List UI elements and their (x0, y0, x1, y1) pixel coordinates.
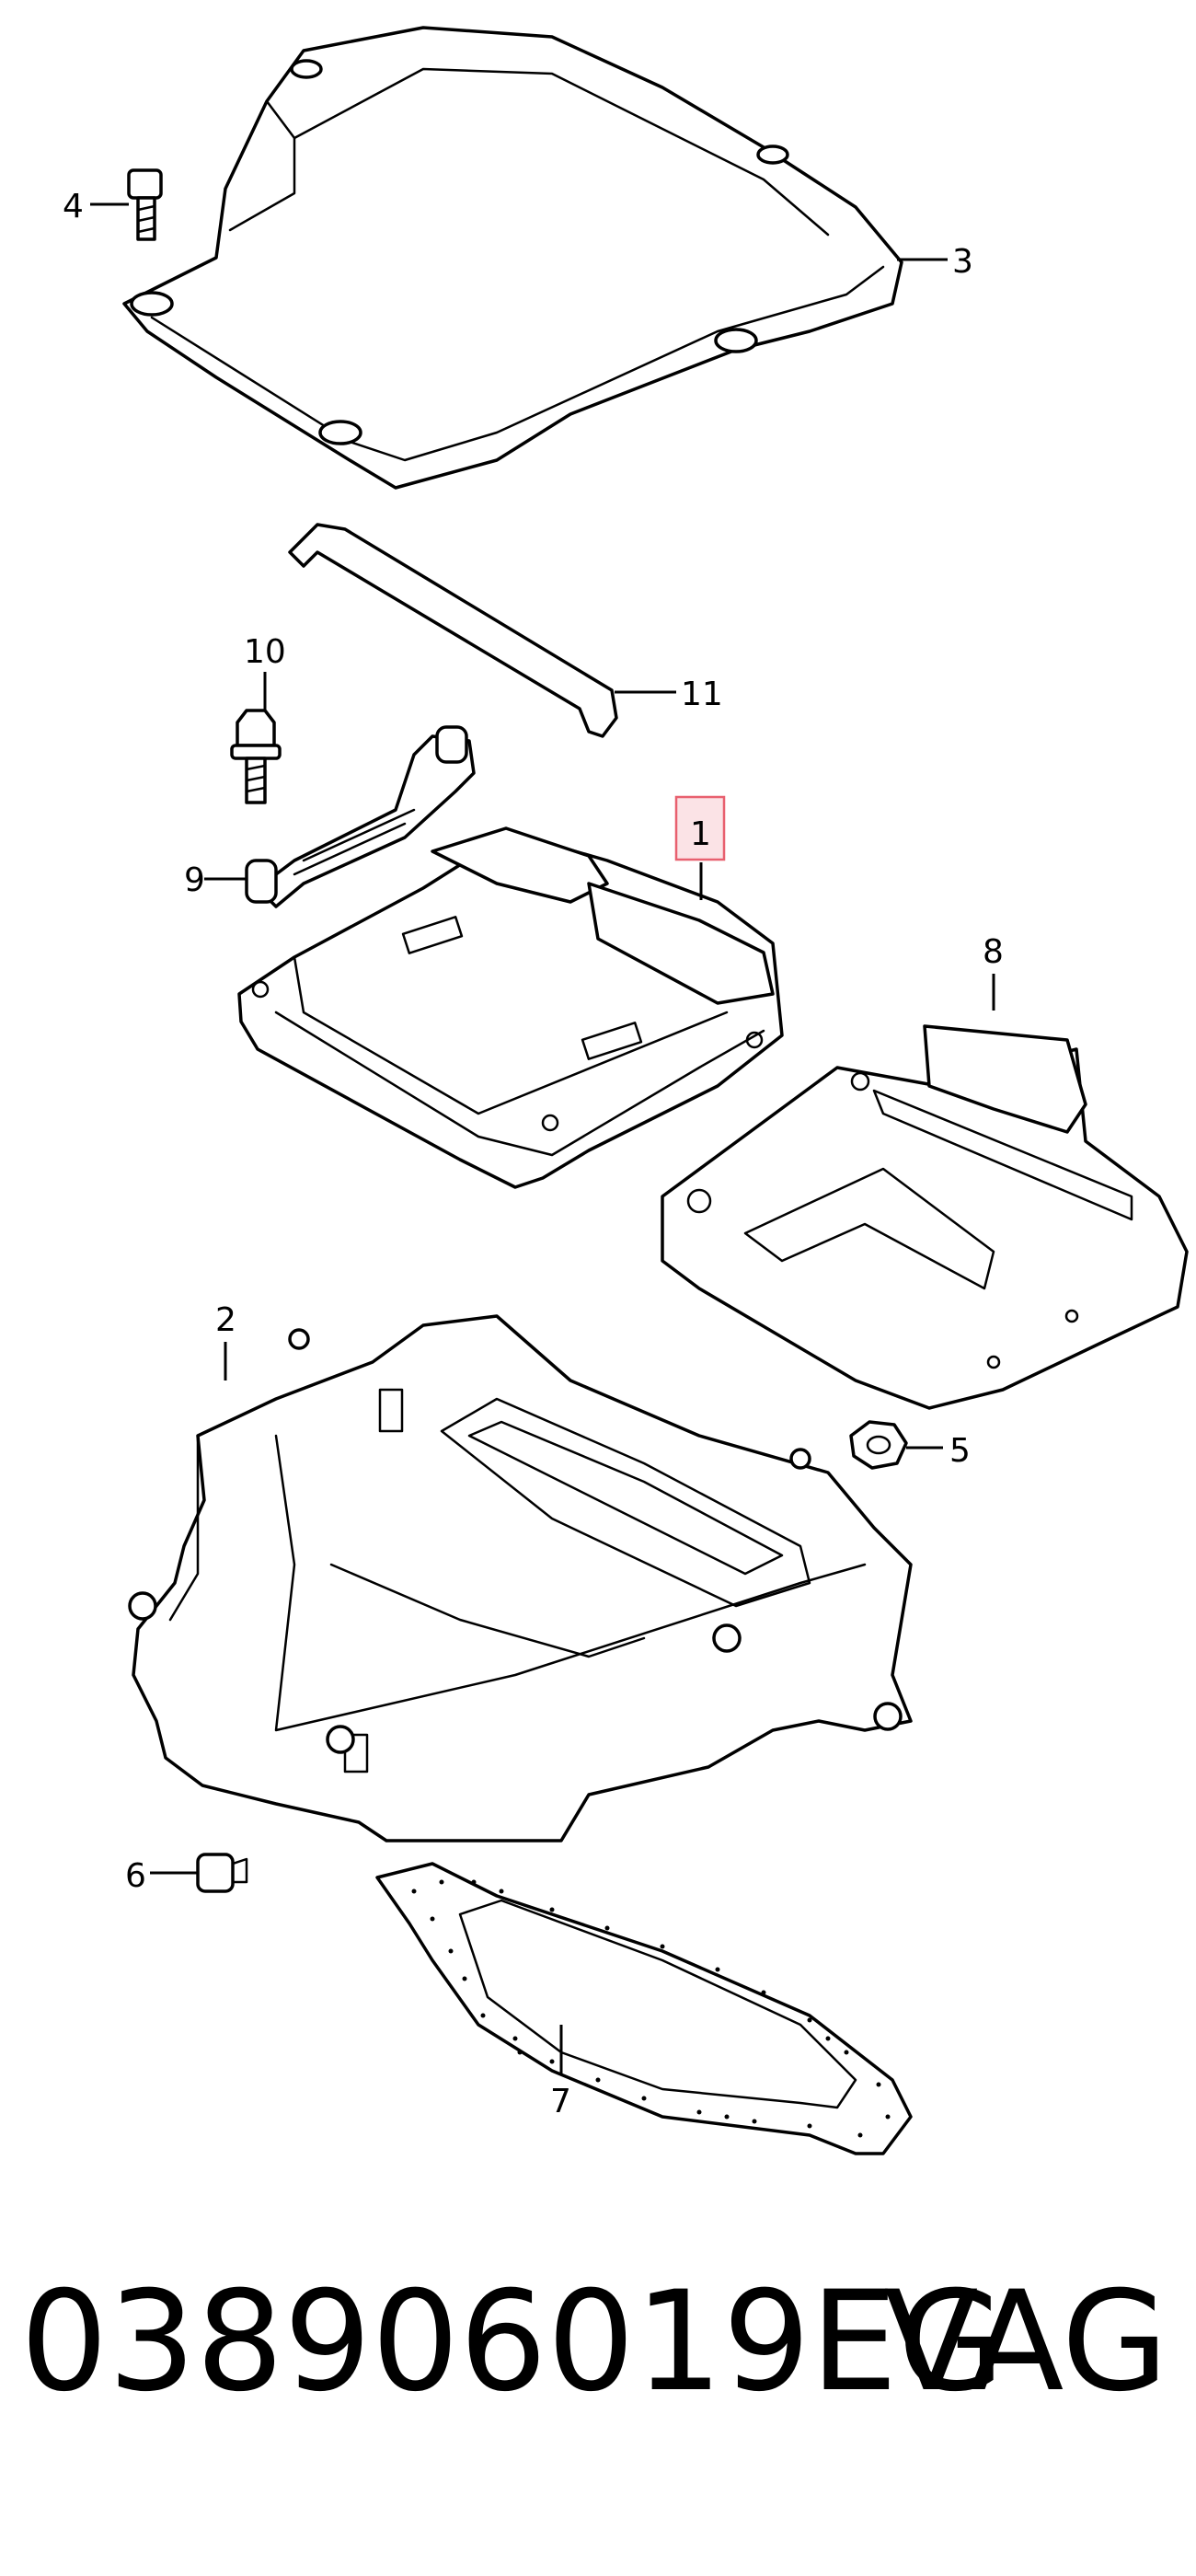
callout-4: 4 (63, 188, 84, 225)
callout-11: 11 (681, 676, 723, 713)
part-number: 038906019EG (20, 2262, 1005, 2422)
callout-1: 1 (690, 815, 711, 853)
callout-2: 2 (215, 1301, 236, 1339)
callout-9: 9 (184, 861, 205, 899)
part-3-cover (122, 26, 903, 490)
part-2-housing (128, 1314, 913, 1842)
part-8-shield-plate (661, 1024, 1189, 1410)
callout-3: 3 (952, 243, 973, 281)
callout-6: 6 (125, 1857, 146, 1895)
callout-10: 10 (244, 633, 286, 671)
part-1-control-unit (237, 826, 784, 1189)
part-6-fitting (196, 1853, 248, 1893)
part-9-clip (245, 725, 476, 908)
callout-8: 8 (983, 933, 1004, 971)
exploded-parts-diagram: 4 3 10 11 1 9 8 2 5 6 7 (63, 26, 1189, 2155)
callout-5: 5 (949, 1432, 971, 1470)
part-4-bolt (127, 168, 163, 241)
part-7-gasket (375, 1862, 913, 2155)
part-10-bolt (230, 709, 282, 804)
highlight-box-part-1 (674, 795, 726, 861)
brand-label: VAG (883, 2262, 1168, 2422)
part-5-nut (849, 1420, 908, 1470)
part-11-bracket (288, 523, 618, 738)
callout-7: 7 (550, 2083, 571, 2120)
